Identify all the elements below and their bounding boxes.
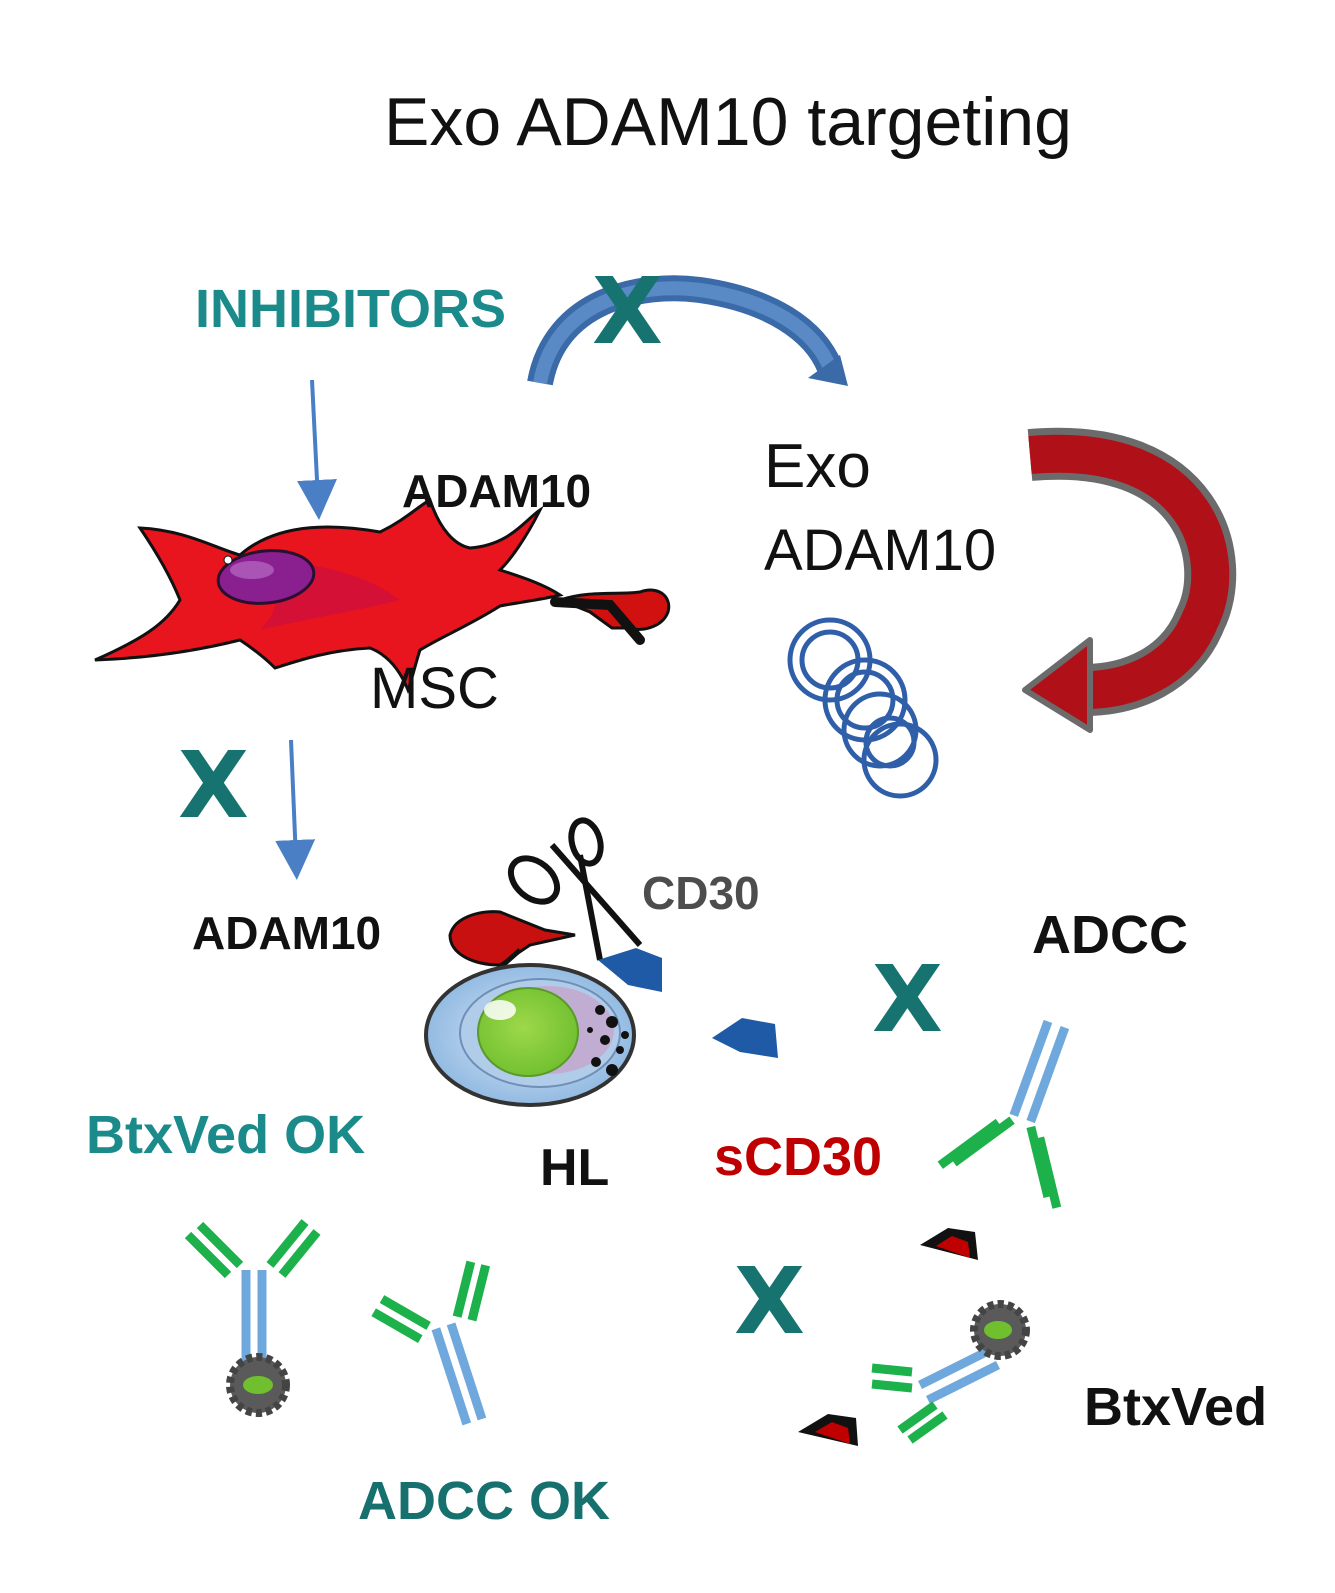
inhibitors-label: INHIBITORS	[195, 279, 507, 339]
adam10-msc-label: ADAM10	[402, 465, 592, 517]
antibody-adcc	[937, 1019, 1070, 1209]
scd30-label: sCD30	[714, 1127, 883, 1187]
release-arrow	[527, 275, 848, 386]
exo-adam10-label: ADAM10	[764, 518, 997, 583]
btxved-label: BtxVed	[1084, 1377, 1268, 1437]
hl-label: HL	[540, 1139, 610, 1197]
block-mark-adcc: X	[872, 946, 943, 1053]
block-mark-adam10: X	[178, 732, 249, 839]
adam10-protein-hl	[448, 910, 576, 974]
msc-to-adam10-arrow	[275, 739, 316, 880]
scissors-icon	[507, 817, 643, 961]
antibody-adcc-ok	[371, 1260, 491, 1426]
block-mark-release: X	[592, 258, 663, 365]
exosome-cluster	[787, 617, 939, 799]
cd30-receptor	[598, 948, 662, 992]
block-mark-btxved: X	[734, 1248, 805, 1355]
adcc-ok-label: ADCC OK	[358, 1471, 610, 1531]
msc-label: MSC	[370, 656, 499, 721]
adam10-protein-msc	[550, 588, 671, 645]
antibody-drug-conjugate-ok	[184, 1219, 321, 1417]
inhibitor-arrow	[297, 379, 337, 520]
adam10-hl-label: ADAM10	[192, 907, 382, 959]
antibody-drug-conjugate-blocked	[871, 1300, 1030, 1444]
scd30-fragment	[712, 1018, 778, 1058]
exosome-delivery-arrow	[1022, 427, 1237, 733]
adcc-label: ADCC	[1032, 905, 1188, 965]
scd30-fragment	[815, 1422, 850, 1444]
diagram-title: Exo ADAM10 targeting	[384, 84, 1072, 160]
cd30-label: CD30	[642, 867, 760, 919]
msc-cell	[94, 497, 564, 695]
exo-label: Exo	[764, 432, 871, 501]
btxved-ok-label: BtxVed OK	[86, 1105, 366, 1165]
scd30-fragment	[936, 1236, 970, 1258]
hl-cell	[424, 963, 636, 1107]
